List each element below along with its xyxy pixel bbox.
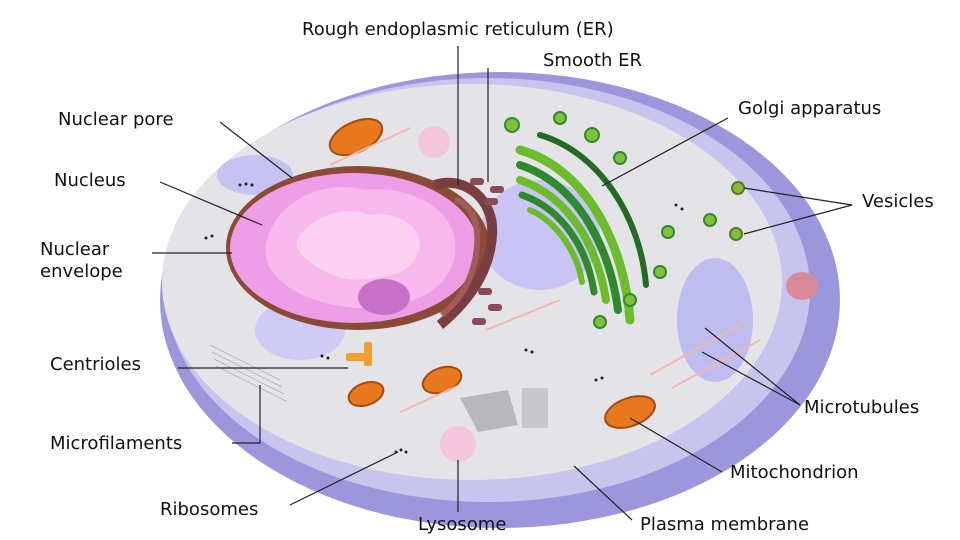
- label-vesicles: Vesicles: [862, 192, 934, 212]
- organelle-shape: [786, 272, 818, 300]
- label-nuclear-envelope-line1: Nuclear: [40, 240, 123, 260]
- nucleolus-shape: [358, 279, 410, 315]
- centriole-shape: [364, 342, 372, 366]
- label-golgi-apparatus: Golgi apparatus: [738, 99, 881, 119]
- label-microtubules: Microtubules: [804, 398, 919, 418]
- label-nucleus: Nucleus: [54, 171, 126, 191]
- label-rough-er: Rough endoplasmic reticulum (ER): [302, 20, 614, 40]
- label-smooth-er: Smooth ER: [543, 51, 642, 71]
- lysosome-shape: [418, 126, 450, 158]
- label-nuclear-envelope-line2: envelope: [40, 262, 123, 282]
- label-nuclear-pore: Nuclear pore: [58, 110, 174, 130]
- lysosome-shape: [440, 426, 476, 462]
- label-mitochondrion: Mitochondrion: [730, 463, 859, 483]
- vacuole-shape: [677, 258, 753, 382]
- label-lysosome: Lysosome: [418, 515, 506, 535]
- label-ribosomes: Ribosomes: [160, 500, 258, 520]
- label-centrioles: Centrioles: [50, 355, 141, 375]
- label-plasma-membrane: Plasma membrane: [640, 515, 809, 535]
- label-nuclear-envelope: Nuclear envelope: [40, 240, 123, 282]
- cytoskeleton-patch-shape: [522, 388, 548, 428]
- label-microfilaments: Microfilaments: [50, 434, 182, 454]
